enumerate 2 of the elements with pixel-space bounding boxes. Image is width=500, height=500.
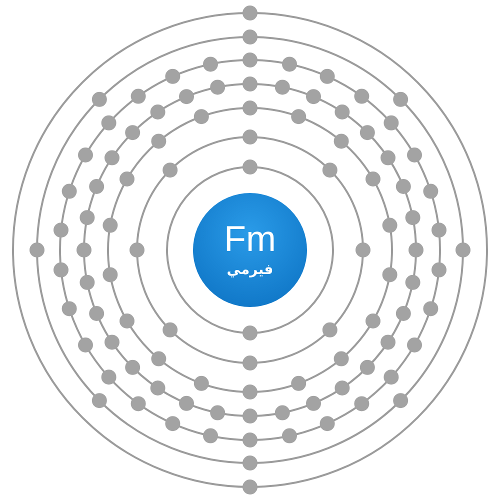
element-symbol: Fm — [224, 220, 276, 258]
element-name: فيرمي — [226, 261, 274, 280]
